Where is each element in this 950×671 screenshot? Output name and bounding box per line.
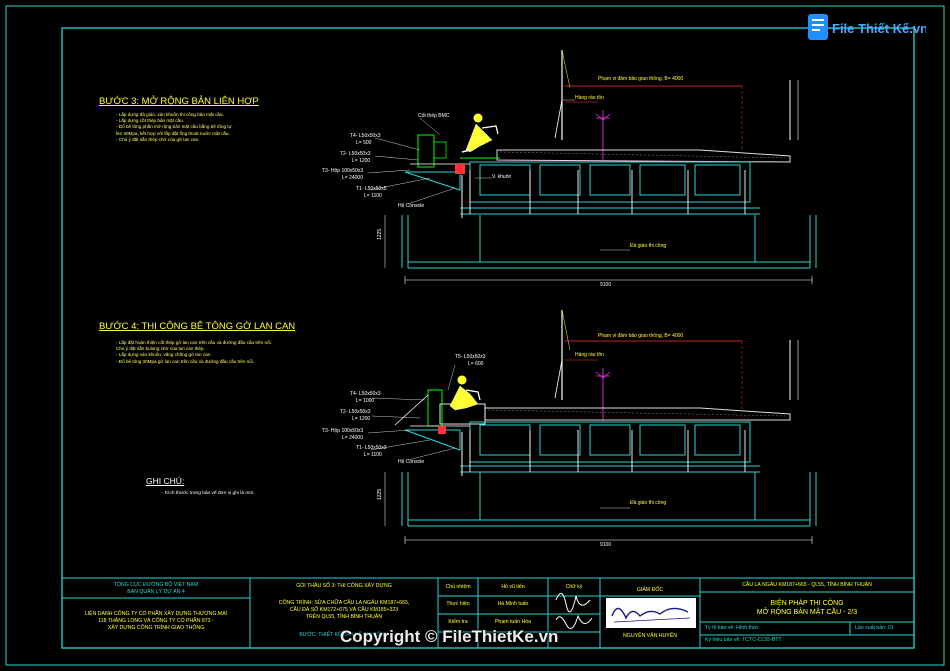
step3-scaffold-label: Đà giáo thi công: [630, 243, 667, 249]
stage-label: BƯỚC: THIẾT KẾ BẢN VẼ THI CÔNG: [299, 632, 389, 638]
bridge-label: CẦU LA NGÂU KM187+665 - QL55, TỈNH BÌNH …: [742, 582, 872, 588]
drawing-title-line2: MỞ RỘNG BẢN MẶT CẦU - 2/3: [756, 609, 858, 616]
step3-title: BƯỚC 3: MỞ RỘNG BẢN LIÊN HỢP: [99, 96, 259, 107]
step4-consoles-label: Hệ Console: [398, 459, 425, 465]
package-label: GÓI THẦU SỐ 3: THI CÔNG XÂY DỰNG: [296, 583, 392, 589]
svg-text:File Thiết Kế.vn: File Thiết Kế.vn: [832, 21, 926, 36]
drawing-scale-ref: Tỷ lệ bản vẽ: Hình thức: [705, 625, 759, 631]
step4-t4-label: T4- L50x50x3: [350, 391, 381, 397]
step4-note: - Lắp đặt hoàn thiện cốt thép gờ lan can…: [116, 340, 272, 345]
name-executor: Hà Minh tuấn: [497, 601, 529, 607]
step4-t5-length: L= 600: [468, 361, 484, 367]
step3-note: - Chú ý đặt sẵn thép chờ của gờ lan can.: [116, 136, 200, 142]
director-name: NGUYỄN VĂN HUYẾN: [623, 633, 677, 639]
step3-fence-label: Hàng rào tôn: [575, 95, 604, 101]
step4-note: Chú ý đặt sẵn bulong chờ của lan can thé…: [116, 346, 205, 352]
step3-width-dim: 9100: [600, 282, 612, 288]
step3-limit-label: Phạm vi đảm bảo giao thông, B= 4000: [598, 76, 684, 82]
drawing-code-ref: Ký hiệu bản vẽ: TCTC-CL55-BTT: [705, 637, 782, 643]
title-block-frame: [62, 577, 914, 648]
copyright-watermark: Copyright © FileThietKe.vn: [340, 627, 559, 646]
step3-height-dim: 1225: [377, 228, 383, 240]
step3-note: lèn 30Mpa, kết hợp với lắp đặt ống thoát…: [116, 130, 230, 136]
contractor-line3: XÂY DỰNG CÔNG TRÌNH GIAO THÔNG: [107, 625, 205, 631]
project-line2: CẦU ĐÁ SỐ KM172+675 VÀ CẦU KM185+323: [289, 607, 399, 613]
step4-notes: - Lắp đặt hoàn thiện cốt thép gờ lan can…: [116, 340, 272, 365]
step4-t1-label: T1- L50x50x3: [356, 445, 387, 451]
step3-t4-label: T4- L50x50x3: [350, 133, 381, 139]
step3-t1-length: L= 1100: [364, 193, 382, 199]
step4-note: - Lắp dựng ván khuôn, văng chống gờ lan …: [116, 352, 212, 358]
notes-item: - Kích thước trong bản vẽ đơn vị ghi là …: [162, 491, 255, 496]
step3-t3-label: T3- Hộp 100x50x3: [322, 168, 364, 174]
step3-t2-label: T2- L50x50x3: [340, 151, 371, 157]
drawing-title-line1: BIỆN PHÁP THI CÔNG: [770, 600, 844, 607]
step4-title: BƯỚC 4: THI CÔNG BÊ TÔNG GỜ LAN CAN: [99, 321, 296, 332]
step3-t4-length: L= 500: [356, 140, 372, 146]
step3-consoles-label: Hệ Console: [398, 203, 425, 209]
step4-t3-label: T3- Hộp 100x50x3: [322, 428, 364, 434]
step4-scaffold-label: Đà giáo thi công: [630, 500, 667, 506]
contractor-line2: 118 THĂNG LONG VÀ CÔNG TY CỔ PHẦN 873 -: [98, 618, 214, 624]
role-chief: Chủ nhiệm: [445, 584, 471, 590]
step4-t1-length: L= 1100: [364, 452, 382, 458]
step3-t1-label: T1- L50x50x5: [356, 186, 387, 192]
step4-t2-label: T2- L50x50x3: [340, 409, 371, 415]
outer-frame: [5, 5, 945, 666]
step4-t5-label: T5- L50x50x3: [455, 354, 486, 360]
step4-t4-length: L= 1000: [356, 398, 375, 404]
name-chief: Hồ vũ tiến: [501, 584, 525, 590]
notes-title: GHI CHÚ:: [146, 476, 185, 486]
step3-t3-length: L= 24000: [342, 175, 363, 181]
step3-section-drawing: [367, 49, 817, 284]
project-line1: CÔNG TRÌNH: SỬA CHỮA CẦU LA NGÂU KM187+6…: [278, 600, 410, 606]
director-label: GIÁM ĐỐC: [636, 587, 664, 593]
step4-t2-length: L= 1200: [352, 416, 371, 422]
step3-notes: - Lắp dựng đà giáo, ván khuôn thi công b…: [116, 112, 232, 143]
step4-width-dim: 9100: [600, 542, 612, 548]
role-executor: Thực hiện: [446, 601, 470, 607]
step3-rebar-label: Cốt thép BMC: [418, 113, 450, 119]
role-checker: Kiểm tra: [448, 619, 468, 625]
signature-scribbles: [555, 593, 696, 629]
step4-height-dim: 1225: [377, 488, 383, 500]
contractor-line1: LIÊN DANH CÔNG TY CỔ PHẦN XÂY DỰNG THƯƠN…: [84, 611, 228, 617]
step4-section-drawing: [367, 309, 817, 544]
step4-t3-length: L= 24000: [342, 435, 363, 441]
step3-note: - Lắp dựng đà giáo, ván khuôn thi công b…: [116, 112, 224, 117]
owner-line2: BAN QUẢN LÝ DỰ ÁN 4: [127, 589, 185, 595]
step3-note: - Đổ bê tông phần mở rộng bản mặt cầu bằ…: [116, 124, 232, 130]
inner-frame: [61, 27, 915, 649]
signature-label: Chữ ký: [565, 584, 583, 590]
project-line3: TRÊN QL55, TỈNH BÌNH THUẬN: [305, 614, 383, 620]
step3-formwork-label: V. khuôn: [492, 174, 512, 180]
drawing-edition-ref: Lần xuất bản: 01: [855, 625, 894, 631]
step4-fence-label: Hàng rào tôn: [575, 352, 604, 358]
name-checker: Phạm tuấn Hòa: [494, 619, 532, 625]
step4-limit-label: Phạm vi đảm bảo giao thông, B= 4000: [598, 333, 684, 339]
filethietke-logo: File Thiết Kế.vn: [808, 14, 926, 40]
owner-line1: TỔNG CỤC ĐƯỜNG BỘ VIỆT NAM: [113, 582, 199, 588]
step4-note: - Đổ bê tông 30Mpa gờ lan can trên cầu v…: [116, 358, 255, 364]
step3-t2-length: L= 1200: [352, 158, 371, 164]
step3-note: - Lắp dựng cốt thép bản mặt cầu.: [116, 118, 184, 124]
